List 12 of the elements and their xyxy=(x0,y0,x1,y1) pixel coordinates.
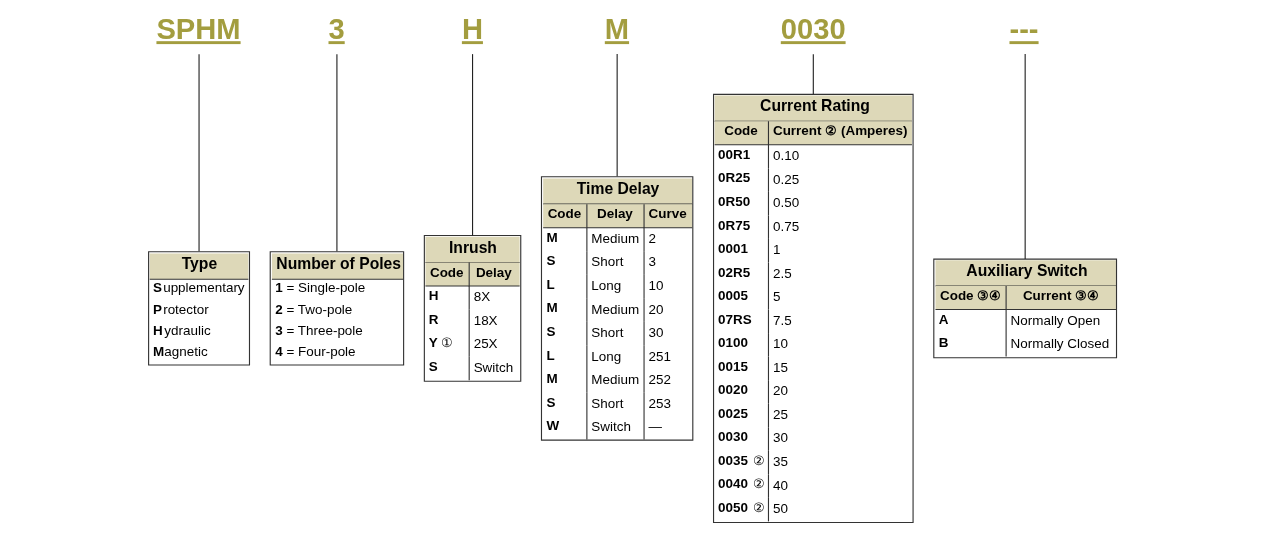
node-text: --- xyxy=(1008,13,1039,46)
connector xyxy=(812,53,814,95)
connector xyxy=(1024,53,1026,260)
node-text: M xyxy=(604,13,629,46)
node-text: 3 xyxy=(328,13,345,46)
connector xyxy=(616,53,618,177)
connector xyxy=(198,53,200,252)
node-text: SPHM xyxy=(155,13,241,46)
node-text: 0030 xyxy=(780,13,846,46)
connector xyxy=(335,53,337,252)
node-text: H xyxy=(461,13,483,46)
connector xyxy=(471,53,473,237)
